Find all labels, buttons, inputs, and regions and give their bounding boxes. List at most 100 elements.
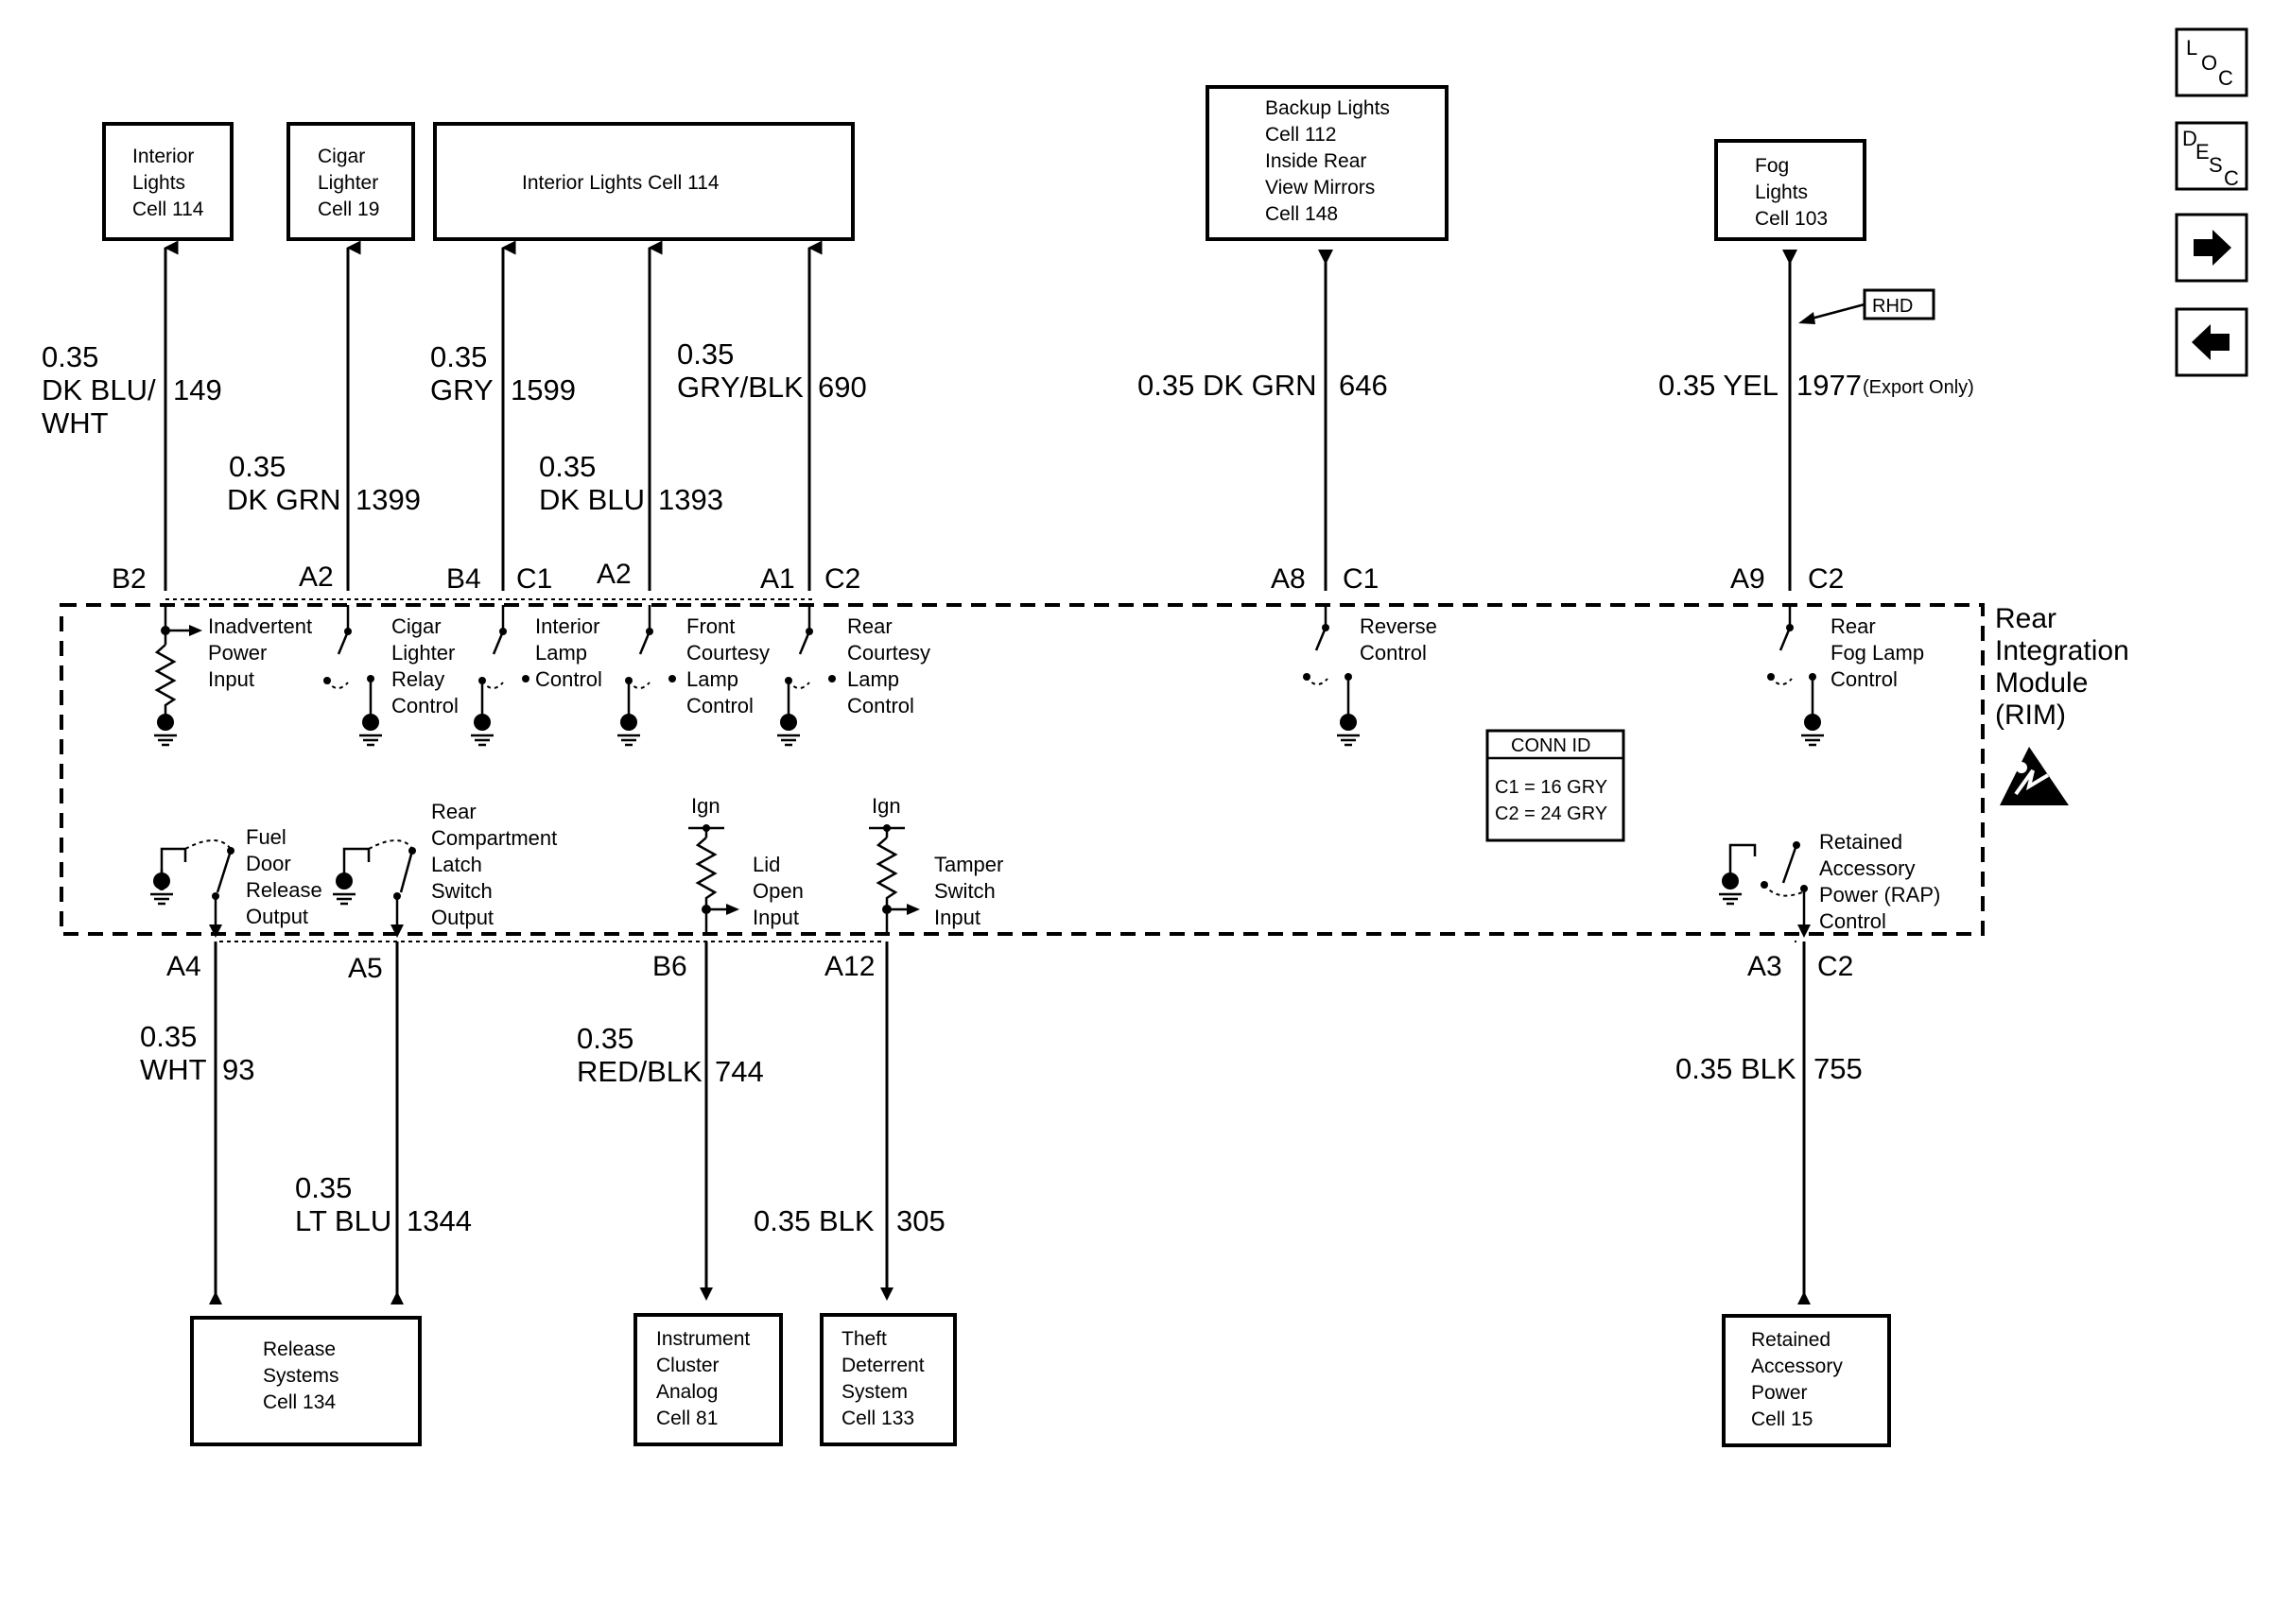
function-label: Input: [934, 906, 980, 929]
wire-646: 0.35 DK GRN 646: [1137, 250, 1388, 591]
circuit-rap: Retained Accessory Power (RAP) Control: [1717, 830, 1940, 938]
component-label: Cluster: [656, 1355, 720, 1376]
wire-690: 0.35 GRY/BLK 690: [677, 240, 867, 591]
component-label: Systems: [263, 1365, 339, 1387]
conn-id-c1: C1 = 16 GRY: [1495, 777, 1607, 798]
wire-gauge: 0.35: [229, 450, 286, 483]
function-label: Compartment: [431, 826, 557, 850]
rhd-callout: RHD: [1798, 288, 1935, 324]
pin-label: A9: [1730, 563, 1765, 595]
component-label: Cell 112: [1265, 124, 1337, 146]
function-label: Open: [753, 879, 804, 903]
rhd-label: RHD: [1872, 296, 1913, 317]
component-instrument-cluster: Instrument Cluster Analog Cell 81: [633, 1313, 783, 1446]
wire-gauge: 0.35: [677, 337, 734, 371]
pin-label: A5: [348, 953, 383, 984]
function-label: Rear: [431, 800, 477, 823]
circuit-number: 744: [715, 1055, 764, 1088]
component-label: Interior Lights Cell 114: [522, 172, 720, 194]
function-label: Fuel: [246, 825, 286, 849]
arrow-right-icon: [2194, 230, 2231, 266]
component-label: Interior: [132, 146, 194, 167]
function-label: Output: [246, 905, 308, 928]
circuit-number: 1344: [407, 1204, 472, 1237]
top-connector-pins: B2 A2 B4 C1 A2 A1 C2 A8 C1 A9 C2: [112, 559, 1844, 595]
component-label: System: [842, 1381, 908, 1403]
circuit-cigar-lighter-relay: Cigar Lighter Relay Control: [323, 605, 459, 747]
loc-button[interactable]: L O C: [2175, 27, 2248, 97]
function-label: Cigar: [391, 614, 442, 638]
component-label: Cell 103: [1755, 208, 1828, 230]
wire-149: 0.35 DK BLU/ WHT 149: [42, 240, 222, 591]
component-label: Backup Lights: [1265, 97, 1390, 119]
next-page-button[interactable]: [2175, 213, 2248, 283]
component-label: Lights: [132, 172, 185, 194]
circuit-lid-open: Ign Lid Open Input: [688, 794, 804, 936]
wire-gauge: 0.35: [295, 1171, 352, 1204]
function-label: Courtesy: [847, 641, 930, 665]
component-label: Cell 81: [656, 1408, 718, 1429]
function-label: Rear: [1831, 614, 1876, 638]
circuit-rear-fog: Rear Fog Lamp Control: [1767, 605, 1924, 747]
component-fog-lights: Fog Lights Cell 103: [1714, 139, 1866, 241]
component-label: Fog: [1755, 155, 1789, 177]
circuit-number: 305: [896, 1204, 946, 1237]
wire-color: RED/BLK: [577, 1055, 703, 1088]
component-label: Release: [263, 1339, 336, 1360]
function-label: Output: [431, 906, 494, 929]
function-label: Tamper: [934, 853, 1003, 876]
wire-color: GRY: [430, 373, 494, 406]
wire-gauge: 0.35: [42, 340, 98, 373]
component-label: Cell 134: [263, 1391, 336, 1413]
function-label: Input: [208, 667, 254, 691]
desc-letter: C: [2224, 166, 2239, 190]
pin-label: B6: [652, 951, 687, 982]
function-label: Power: [208, 641, 267, 665]
wire-1599: 0.35 GRY 1599: [430, 240, 576, 591]
circuit-tamper: Ign Tamper Switch Input: [869, 794, 1003, 936]
previous-page-button[interactable]: [2175, 307, 2248, 377]
component-retained-accessory-power: Retained Accessory Power Cell 15: [1722, 1314, 1891, 1447]
wire-color: DK BLU/: [42, 373, 156, 406]
component-label: Lighter: [318, 172, 378, 194]
component-label: Cell 114: [132, 199, 204, 220]
function-label: Control: [535, 667, 602, 691]
desc-button[interactable]: D E S C: [2175, 121, 2248, 191]
pin-label: C2: [1808, 563, 1844, 595]
pin-label: B2: [112, 563, 147, 595]
function-label: Front: [686, 614, 735, 638]
ign-label: Ign: [872, 794, 901, 818]
pin-label: A1: [760, 563, 795, 595]
circuit-number: 1599: [511, 373, 576, 406]
wire-gauge: 0.35: [430, 340, 487, 373]
pin-label: A4: [166, 951, 201, 982]
function-label: Release: [246, 878, 322, 902]
function-label: Control: [1360, 641, 1427, 665]
wire-color: DK GRN: [227, 483, 341, 516]
wire-gauge: 0.35: [577, 1022, 633, 1055]
circuit-rear-courtesy: Rear Courtesy Lamp Control: [775, 605, 930, 747]
wire-gauge: 0.35: [539, 450, 596, 483]
pin-label: A2: [299, 561, 334, 593]
circuit-number: 93: [222, 1053, 254, 1086]
circuit-reverse: Reverse Control: [1303, 605, 1437, 747]
component-release-systems: Release Systems Cell 134: [190, 1316, 422, 1446]
wire-gauge-color: 0.35 BLK: [1675, 1052, 1796, 1085]
arrow-left-icon: [2192, 324, 2230, 360]
conn-id-table: CONN ID C1 = 16 GRY C2 = 24 GRY: [1485, 729, 1625, 842]
component-label: Cell 15: [1751, 1408, 1813, 1430]
pin-label: C1: [516, 563, 552, 595]
component-label: Deterrent: [842, 1355, 925, 1376]
function-label: Input: [753, 906, 799, 929]
wire-93: 0.35 WHT 93: [140, 942, 254, 1304]
pin-label: C2: [1817, 951, 1853, 982]
circuit-number: 1977: [1796, 369, 1862, 402]
wire-gauge-color: 0.35 DK GRN: [1137, 369, 1317, 402]
component-label: Cell 133: [842, 1408, 914, 1429]
wire-1399: 0.35 DK GRN 1399: [227, 240, 421, 591]
circuit-front-courtesy: Front Courtesy Lamp Control: [616, 605, 770, 747]
function-label: Door: [246, 852, 291, 875]
function-label: Reverse: [1360, 614, 1437, 638]
function-label: Control: [1819, 909, 1886, 933]
